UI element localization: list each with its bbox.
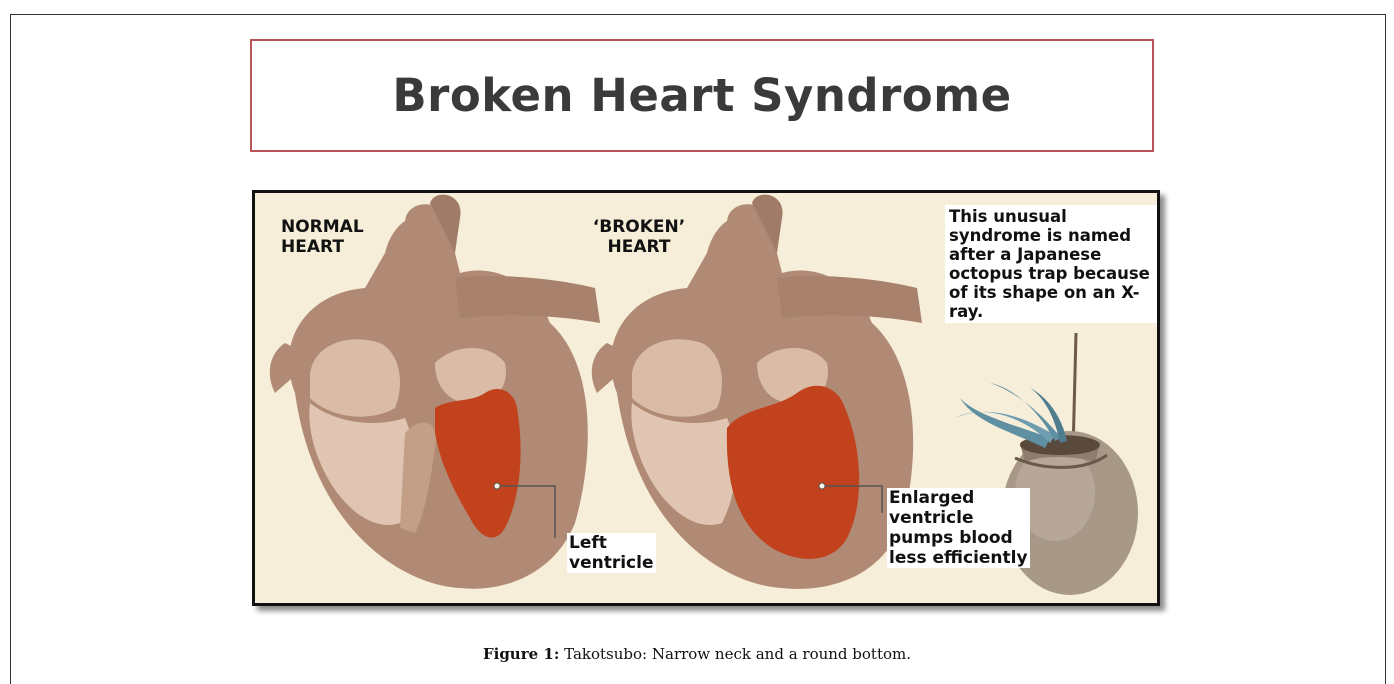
octopus-trap-note: This unusual syndrome is named after a J… — [945, 205, 1160, 323]
left-ventricle-label: Left ventricle — [567, 533, 656, 573]
title-box: Broken Heart Syndrome — [250, 39, 1154, 152]
figure-caption: Figure 1: Takotsubo: Narrow neck and a r… — [0, 645, 1394, 663]
caption-label: Figure 1: — [483, 645, 559, 663]
normal-heart-label: NORMAL HEART — [281, 217, 364, 257]
page-title: Broken Heart Syndrome — [392, 69, 1011, 122]
figure-illustration: NORMAL HEART ‘BROKEN’ HEART Left ventric… — [252, 190, 1160, 606]
enlarged-ventricle-label: Enlarged ventricle pumps blood less effi… — [887, 488, 1030, 568]
broken-heart-label: ‘BROKEN’ HEART — [589, 217, 689, 257]
caption-text: Takotsubo: Narrow neck and a round botto… — [559, 645, 911, 663]
